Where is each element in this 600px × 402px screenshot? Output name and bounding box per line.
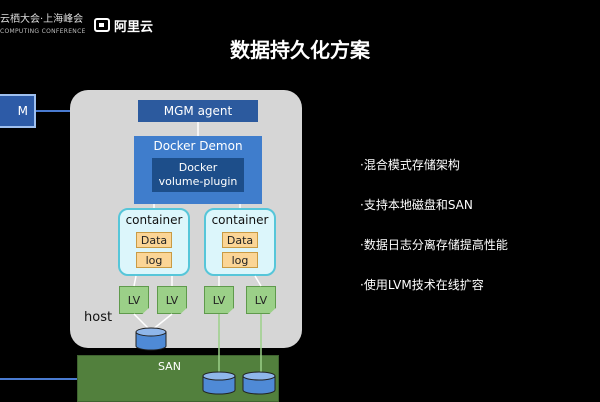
san-connector-line xyxy=(0,378,78,380)
host-label: host xyxy=(84,310,113,325)
bullet-item: ·数据日志分离存储提高性能 xyxy=(360,238,508,252)
docker-demon-label: Docker Demon xyxy=(153,139,243,153)
brand-line1: 云栖大会·上海峰会 xyxy=(0,14,84,25)
slide-title: 数据持久化方案 xyxy=(230,38,370,62)
mgm-server-label: M xyxy=(17,104,28,118)
bullet-item: ·混合模式存储架构 xyxy=(360,158,460,172)
mgm-agent-label: MGM agent xyxy=(163,104,233,118)
conference-brand: 云栖大会·上海峰会 COMPUTING CONFERENCE xyxy=(0,14,86,38)
mgm-server-box: M xyxy=(0,94,36,128)
container-to-lv-line xyxy=(254,275,262,287)
san-label: SAN xyxy=(158,360,181,373)
lv-volume: LV xyxy=(157,286,187,314)
plugin-line1: Docker xyxy=(178,161,218,174)
aliyun-logo-icon xyxy=(94,18,110,32)
volume-plugin-box: Docker volume-plugin xyxy=(152,158,244,192)
log-chip: log xyxy=(222,252,258,268)
container-to-lv-line xyxy=(133,275,137,287)
container-label: container xyxy=(125,213,183,227)
logo-text: 阿里云 xyxy=(114,19,154,35)
local-disk-icon xyxy=(135,327,167,351)
lv-to-local-disk-line xyxy=(151,313,173,331)
brand-line2: COMPUTING CONFERENCE xyxy=(0,28,86,35)
san-disk-icon xyxy=(202,371,236,395)
bullet-item: ·使用LVM技术在线扩容 xyxy=(360,278,484,292)
san-disk-icon xyxy=(242,371,276,395)
mgm-agent-box: MGM agent xyxy=(138,100,258,122)
lv-volume: LV xyxy=(246,286,276,314)
plugin-line2: volume-plugin xyxy=(158,175,238,188)
aliyun-logo: 阿里云 xyxy=(94,14,153,36)
data-chip: Data xyxy=(136,232,172,248)
lv-volume: LV xyxy=(119,286,149,314)
lv-to-local-disk-line xyxy=(133,313,151,331)
data-chip: Data xyxy=(222,232,258,248)
bullet-item: ·支持本地磁盘和SAN xyxy=(360,198,473,212)
lv-volume: LV xyxy=(204,286,234,314)
log-chip: log xyxy=(136,252,172,268)
container-label: container xyxy=(211,213,269,227)
